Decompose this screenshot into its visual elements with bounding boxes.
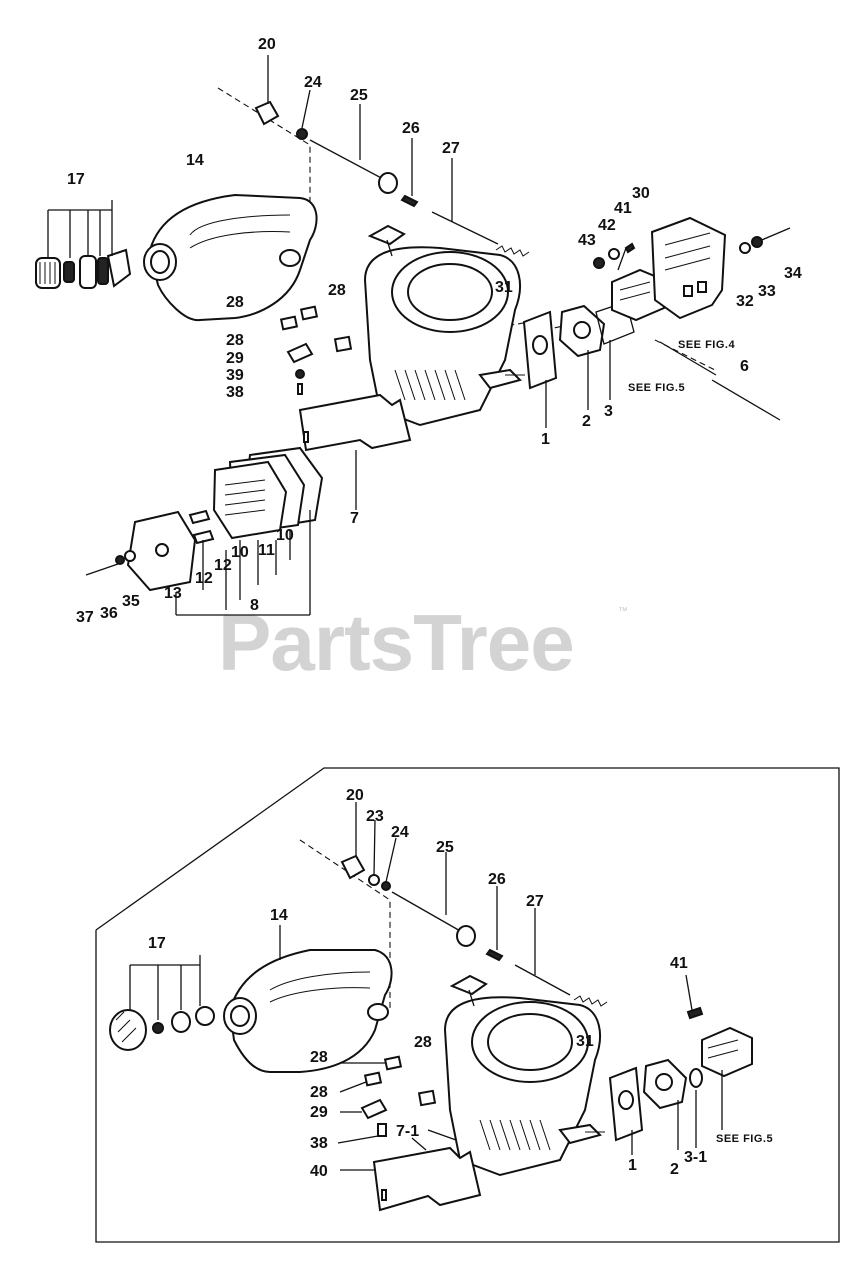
fuel-tube-25	[309, 104, 398, 194]
label-2: 2	[582, 413, 591, 430]
label-b-40: 40	[310, 1163, 328, 1180]
label-38: 38	[226, 384, 244, 401]
label-1: 1	[541, 431, 550, 448]
label-41: 41	[614, 200, 632, 217]
label-b-27: 27	[526, 893, 544, 910]
fuel-cap-assembly-bottom	[109, 955, 215, 1051]
label-b-3-1: 3-1	[684, 1149, 707, 1166]
label-b-1: 1	[628, 1157, 637, 1174]
label-b-7-1: 7-1	[396, 1123, 419, 1140]
label-b-28-c: 28	[310, 1084, 328, 1101]
see-fig5-note: SEE FIG.5	[628, 382, 685, 394]
fuel-tank	[143, 193, 318, 322]
label-b-41: 41	[670, 955, 688, 972]
label-11: 11	[258, 542, 275, 559]
label-b-23: 23	[366, 808, 384, 825]
label-43: 43	[578, 232, 596, 249]
fuel-cap-assembly	[35, 200, 132, 289]
label-26: 26	[402, 120, 420, 137]
label-32: 32	[736, 293, 754, 310]
label-b-25: 25	[436, 839, 454, 856]
label-31: 31	[495, 279, 513, 296]
exploded-view-bottom: 20 23 24 25 26 27 14 17 41 28 28 31 28 2…	[95, 767, 840, 1243]
see-fig5-note-bottom: SEE FIG.5	[716, 1133, 773, 1145]
label-3: 3	[604, 403, 613, 420]
label-37: 37	[76, 609, 94, 626]
label-b-31: 31	[576, 1033, 594, 1050]
label-b-14: 14	[270, 907, 288, 924]
label-42: 42	[598, 217, 616, 234]
label-34: 34	[784, 265, 802, 282]
label-b-2: 2	[670, 1161, 679, 1178]
label-25: 25	[350, 87, 368, 104]
label-b-26: 26	[488, 871, 506, 888]
watermark-trademark: ™	[618, 606, 628, 617]
label-14: 14	[186, 152, 204, 169]
label-28-a: 28	[226, 294, 244, 311]
label-8: 8	[250, 597, 259, 614]
label-17: 17	[67, 171, 85, 188]
label-b-20: 20	[346, 787, 364, 804]
engine-block	[363, 224, 525, 427]
label-b-28-a: 28	[310, 1049, 328, 1066]
label-13: 13	[164, 585, 182, 602]
label-29: 29	[226, 350, 244, 367]
label-39: 39	[226, 367, 244, 384]
label-b-17: 17	[148, 935, 166, 952]
label-36: 36	[100, 605, 118, 622]
label-30: 30	[632, 185, 650, 202]
label-24: 24	[304, 74, 322, 91]
label-b-38: 38	[310, 1135, 328, 1152]
label-35: 35	[122, 593, 140, 610]
label-12-a: 12	[214, 557, 232, 574]
muffler-assembly	[85, 446, 324, 592]
air-cleaner-box	[650, 216, 727, 320]
label-b-29: 29	[310, 1104, 328, 1121]
see-fig4-note: SEE FIG.4	[678, 339, 735, 351]
label-b-24: 24	[391, 824, 409, 841]
label-27: 27	[442, 140, 460, 157]
engine-block-bottom	[443, 974, 605, 1177]
label-6: 6	[740, 358, 749, 375]
fitting-20	[254, 55, 280, 126]
exploded-view-top: 20 24 25 26 27 17 14 30 41 42 43 34 32 3…	[35, 36, 802, 626]
label-7: 7	[350, 510, 359, 527]
label-28-b: 28	[328, 282, 346, 299]
label-33: 33	[758, 283, 776, 300]
label-28-c: 28	[226, 332, 244, 349]
label-12-b: 12	[195, 570, 213, 587]
label-10-a: 10	[231, 544, 249, 561]
label-b-28-b: 28	[414, 1034, 432, 1051]
label-10-b: 10	[276, 527, 294, 544]
label-20: 20	[258, 36, 276, 53]
watermark-text: PartsTree	[218, 598, 574, 687]
